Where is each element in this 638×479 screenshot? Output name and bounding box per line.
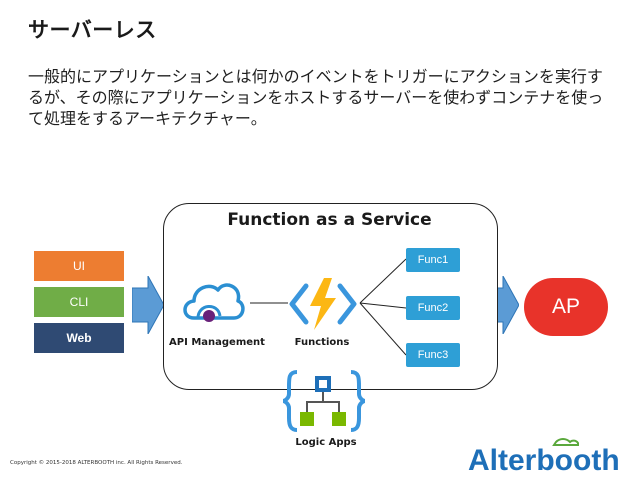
input-arrow-icon	[132, 276, 164, 334]
logic-apps-label: Logic Apps	[295, 437, 357, 448]
ap-node: AP	[524, 278, 608, 336]
func3-box: Func3	[406, 343, 460, 367]
faas-title: Function as a Service	[227, 210, 432, 230]
client-cli: CLI	[34, 287, 124, 317]
client-ui: UI	[34, 251, 124, 281]
client-web: Web	[34, 323, 124, 353]
func2-box: Func2	[406, 296, 460, 320]
logic-apps-icon	[283, 370, 365, 432]
description-text: 一般的にアプリケーションとは何かのイベントをトリガーにアクションを実行するが、そ…	[28, 67, 604, 128]
api-management-icon	[183, 283, 245, 322]
page-title: サーバーレス	[28, 18, 157, 42]
functions-label: Functions	[294, 337, 350, 348]
alterbooth-logo: Alterbooth	[468, 438, 618, 476]
api-management-label: API Management	[169, 337, 265, 348]
logo-text: Alterbooth	[468, 444, 618, 476]
functions-icon	[289, 278, 357, 330]
copyright-text: Copyright © 2015-2018 ALTERBOOTH inc. Al…	[10, 460, 183, 466]
func1-box: Func1	[406, 248, 460, 272]
